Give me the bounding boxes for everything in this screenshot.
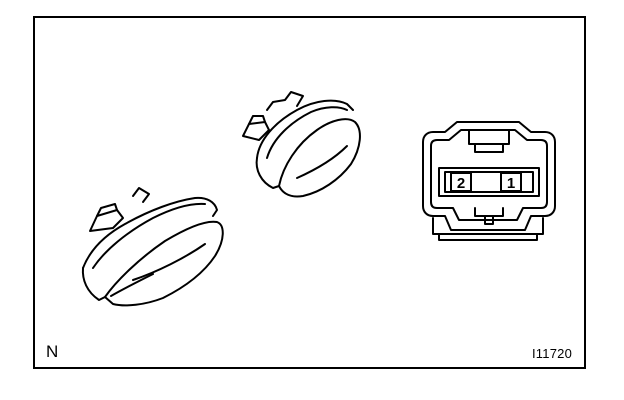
lamp-connector-drawing — [422, 121, 556, 241]
connector-pins: 2 1 — [450, 172, 522, 192]
license-lamp-left-drawing — [81, 187, 224, 307]
figure-id-label: I11720 — [532, 346, 572, 361]
lamp-illustration: 2 1 — [81, 91, 556, 307]
view-code-label: N — [46, 342, 59, 361]
pin-1-label: 1 — [507, 175, 515, 192]
pin-2-label: 2 — [457, 175, 465, 192]
pin-2-box — [450, 172, 472, 192]
pin-1-box — [500, 172, 522, 192]
license-lamp-right-drawing — [242, 91, 361, 198]
figure-frame: 2 1 N I11720 — [33, 16, 586, 369]
